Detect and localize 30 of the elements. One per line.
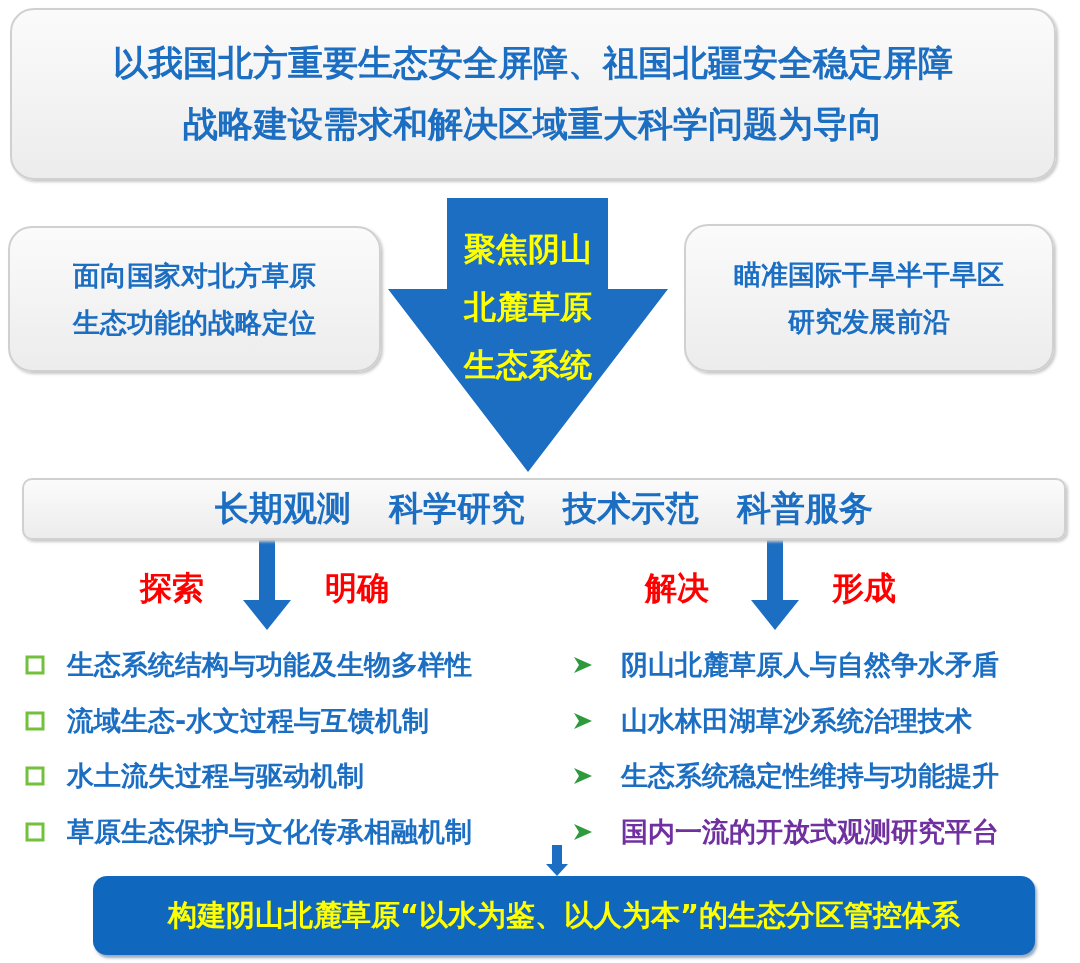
block-arrow: [243, 540, 291, 630]
banner-text: 科学研究: [389, 487, 525, 530]
box-text: 以我国北方重要生态安全屏障、祖国北疆安全稳定屏障战略建设需求和解决区域重大科学问题为导向: [112, 41, 954, 146]
list-item: 流域生态-水文过程与互馈机制: [67, 703, 430, 738]
list-item: 阴山北麓草原人与自然争水矛盾: [621, 648, 999, 682]
side-label: 明确: [325, 568, 389, 608]
banner-text: 技术示范: [563, 487, 699, 530]
result-box: [93, 876, 1035, 955]
text-box: [684, 224, 1054, 372]
arrow-shape: [388, 198, 668, 472]
box-text: 瞄准国际干旱半干旱区研究发展前沿: [733, 257, 1005, 339]
list-item: 生态系统稳定性维持与功能提升: [621, 759, 999, 793]
list-item: 山水林田湖草沙系统治理技术: [621, 703, 972, 738]
banner-text: 科普服务: [737, 487, 873, 530]
list-item: 草原生态保护与文化传承相融机制: [67, 814, 472, 849]
block-arrow: [751, 540, 799, 630]
arrow-text: 聚焦阴山北麓草原生态系统: [462, 229, 593, 386]
side-label: 探索: [140, 568, 204, 608]
side-label: 解决: [645, 568, 709, 608]
heading-box: [10, 8, 1056, 180]
result-text: 构建阴山北麓草原“以水为鉴、以人为本”的生态分区管控体系: [167, 896, 961, 934]
box-text: 面向国家对北方草原生态功能的战略定位: [71, 258, 317, 340]
text-box: [8, 226, 381, 372]
block-arrow: [546, 845, 568, 876]
side-label: 形成: [832, 568, 896, 608]
list-item: 国内一流的开放式观测研究平台: [621, 814, 999, 849]
banner-box: [22, 478, 1066, 540]
banner-text: 长期观测: [215, 487, 351, 530]
list-item: 生态系统结构与功能及生物多样性: [67, 648, 472, 682]
list-item: 水土流失过程与驱动机制: [67, 759, 364, 793]
